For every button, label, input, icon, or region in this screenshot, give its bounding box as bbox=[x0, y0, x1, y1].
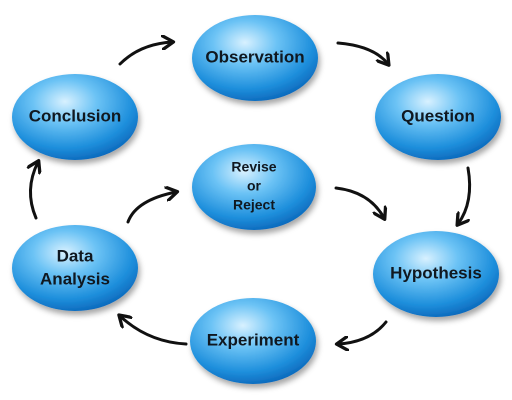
arrow-observation-to-question bbox=[336, 41, 388, 64]
node-hypothesis-label: Hypothesis bbox=[390, 263, 482, 282]
node-experiment-oval bbox=[190, 298, 316, 384]
arrows bbox=[30, 41, 472, 346]
node-revise-line1: Revise bbox=[231, 159, 276, 175]
node-question-label: Question bbox=[401, 106, 475, 125]
node-conclusion-oval bbox=[12, 74, 138, 160]
node-data-analysis: Data Analysis bbox=[12, 225, 138, 311]
node-experiment-label: Experiment bbox=[207, 330, 300, 349]
node-revise-or-reject-oval bbox=[192, 144, 316, 230]
node-data-analysis-line1: Data bbox=[57, 246, 94, 265]
arrow-hypothesis-to-experiment bbox=[338, 320, 388, 344]
node-observation-oval bbox=[192, 15, 318, 101]
node-observation-label: Observation bbox=[205, 47, 304, 66]
arrow-question-to-hypothesis bbox=[458, 166, 472, 224]
node-revise-line3: Reject bbox=[233, 197, 275, 213]
node-hypothesis-oval bbox=[373, 231, 499, 317]
node-question-oval bbox=[375, 74, 501, 160]
node-revise-line2: or bbox=[247, 178, 262, 194]
arrow-revise-to-hypothesis bbox=[334, 186, 384, 218]
arrow-experiment-to-data-analysis bbox=[120, 316, 188, 346]
arrow-conclusion-to-observation bbox=[118, 42, 172, 66]
node-question: Question bbox=[375, 74, 501, 160]
arrow-data-analysis-to-conclusion bbox=[30, 162, 38, 220]
arrow-data-analysis-to-revise bbox=[126, 192, 176, 224]
node-data-analysis-oval bbox=[12, 225, 138, 311]
node-experiment: Experiment bbox=[190, 298, 316, 384]
node-observation: Observation bbox=[192, 15, 318, 101]
node-revise-or-reject: Revise or Reject bbox=[192, 144, 316, 230]
node-conclusion-label: Conclusion bbox=[29, 106, 122, 125]
node-hypothesis: Hypothesis bbox=[373, 231, 499, 317]
node-data-analysis-line2: Analysis bbox=[40, 269, 110, 288]
node-conclusion: Conclusion bbox=[12, 74, 138, 160]
